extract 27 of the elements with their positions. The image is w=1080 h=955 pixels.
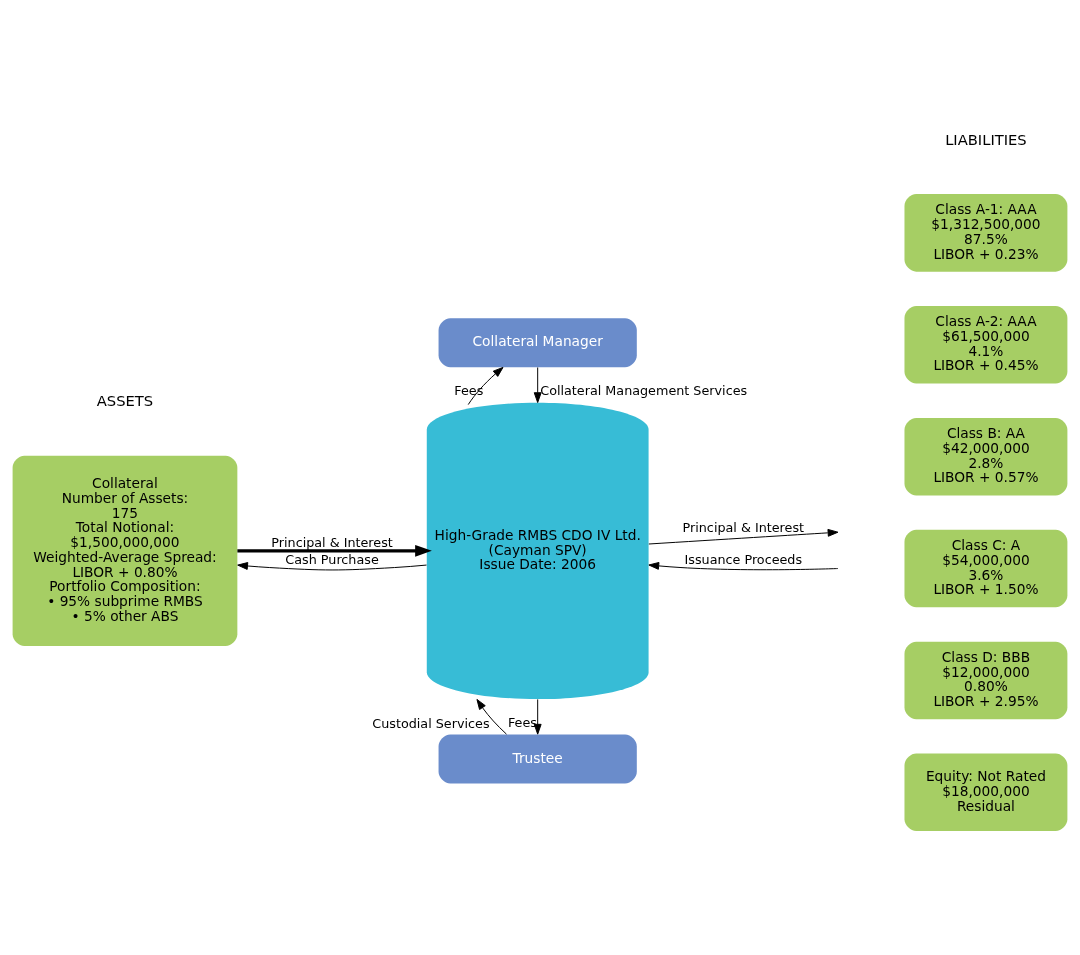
edge-label: Collateral Management Services — [540, 383, 748, 399]
node-box: Trustee — [438, 734, 637, 784]
node-box: Class D: BBB $12,000,000 0.80% LIBOR + 2.95% — [904, 641, 1068, 720]
arrow — [648, 528, 839, 545]
node-box: Class C: A $54,000,000 3.6% LIBOR + 1.50% — [904, 529, 1068, 608]
arrow — [237, 545, 432, 557]
node-box: Collateral Number of Assets: 175 Total Notional: $1,500,000,000 Weighted-Average Spread: LIBOR + 0.80% Portfolio Composition: • 95% subprime RMBS • 5% other ABS — [12, 455, 238, 647]
arrow — [476, 698, 507, 735]
node-box: Collateral Manager — [438, 318, 637, 368]
arrow — [467, 366, 504, 406]
arrow — [533, 698, 542, 735]
edge-label: Principal & Interest — [271, 535, 393, 551]
edge-label: Principal & Interest — [682, 519, 805, 535]
label: ASSETS — [96, 392, 154, 410]
edge-label: Issuance Proceeds — [684, 552, 803, 568]
arrow — [648, 562, 839, 571]
node-box: Class A-1: AAA $1,312,500,000 87.5% LIBOR + 0.23% — [904, 194, 1068, 272]
node-box: Equity: Not Rated $18,000,000 Residual — [904, 753, 1068, 832]
edge-label: Fees — [454, 383, 484, 399]
label: LIABILITIES — [945, 131, 1027, 149]
node-box: Class B: AA $42,000,000 2.8% LIBOR + 0.57% — [904, 417, 1068, 496]
arrow — [237, 562, 427, 571]
edge-label: Custodial Services — [372, 716, 490, 732]
edge-label: Cash Purchase — [285, 552, 379, 568]
node-box: Class A-2: AAA $61,500,000 4.1% LIBOR + 0.45% — [904, 306, 1068, 384]
edge-label: Fees — [507, 714, 537, 730]
arrow — [533, 367, 542, 404]
